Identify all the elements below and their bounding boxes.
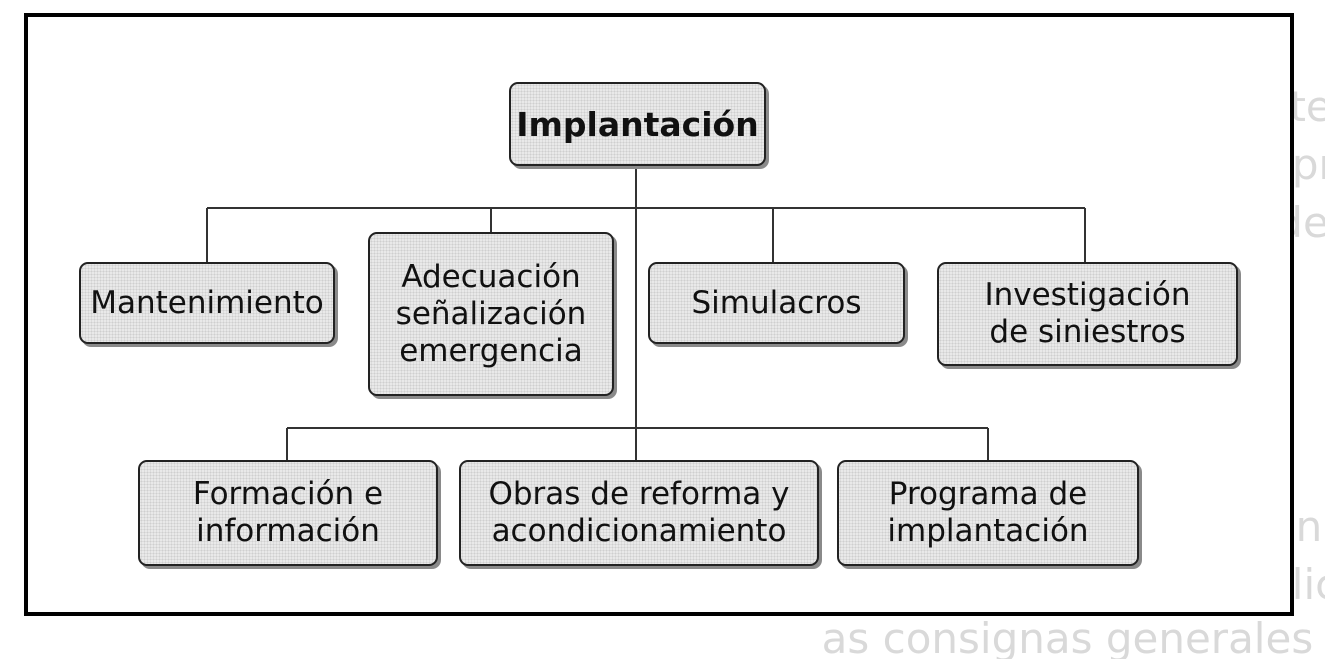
node-label: Investigación bbox=[984, 277, 1191, 313]
node-label: señalización bbox=[395, 295, 587, 332]
node-label: Adecuación bbox=[401, 258, 581, 295]
node-programa: Programa de implantación bbox=[837, 460, 1139, 566]
node-investigacion: Investigación de siniestros bbox=[937, 262, 1238, 366]
node-obras: Obras de reforma y acondicionamiento bbox=[459, 460, 819, 566]
node-adecuacion: Adecuación señalización emergencia bbox=[368, 232, 614, 396]
node-label: Simulacros bbox=[691, 284, 862, 321]
node-label: Mantenimiento bbox=[90, 284, 324, 321]
node-label: de siniestros bbox=[989, 314, 1186, 350]
node-simulacros: Simulacros bbox=[648, 262, 905, 344]
node-label: información bbox=[196, 513, 380, 549]
node-formacion: Formación e información bbox=[138, 460, 438, 566]
node-label: Obras de reforma y bbox=[488, 476, 790, 512]
node-mantenimiento: Mantenimiento bbox=[79, 262, 335, 344]
node-label: Programa de bbox=[888, 476, 1088, 512]
root-node-label: Implantación bbox=[516, 104, 759, 144]
node-label: acondicionamiento bbox=[491, 513, 787, 549]
node-label: implantación bbox=[887, 513, 1089, 549]
root-node-implantacion: Implantación bbox=[509, 82, 766, 166]
node-label: emergencia bbox=[399, 332, 583, 369]
node-label: Formación e bbox=[192, 476, 384, 512]
